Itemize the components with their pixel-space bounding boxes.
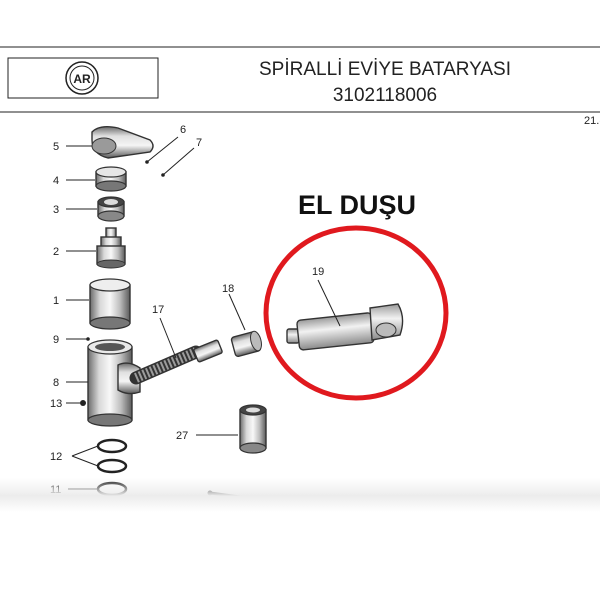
- part-5-lever: [91, 125, 154, 159]
- part-11-ring: [96, 481, 128, 497]
- part-number-7: 7: [196, 137, 202, 149]
- part-number-12: 12: [50, 451, 62, 463]
- part-number-5: 5: [53, 141, 59, 153]
- part-2-cartridge: [96, 227, 126, 269]
- part-18-connector: [230, 330, 262, 358]
- part-27-weight: [239, 404, 267, 454]
- part-number-19: 19: [312, 266, 324, 278]
- part-number-27: 27: [176, 430, 188, 442]
- part-number-1: 1: [53, 295, 59, 307]
- part-number-28: 28: [176, 498, 188, 510]
- part-19-hand-shower: [286, 303, 404, 351]
- part-8-main-body: [87, 339, 141, 427]
- corner-text: 21.(: [584, 115, 600, 127]
- part-12-o-rings: [96, 438, 128, 474]
- callout-label: EL DUŞU: [298, 190, 416, 220]
- product-code: 3102118006: [333, 85, 437, 106]
- logo-text: AR: [73, 72, 91, 86]
- highlight-circle: [263, 225, 449, 401]
- part-number-4: 4: [53, 175, 59, 187]
- part-number-6: 6: [180, 124, 186, 136]
- part-number-9: 9: [53, 334, 59, 346]
- part-13-screw: [80, 400, 86, 406]
- part-1-sleeve: [89, 278, 131, 330]
- part-3-nut: [97, 196, 125, 222]
- part-number-2: 2: [53, 246, 59, 258]
- document-title: SPİRALLİ EVİYE BATARYASI: [259, 59, 511, 80]
- part-17-spiral-hose: [129, 339, 223, 385]
- part-number-3: 3: [53, 204, 59, 216]
- part-number-13: 13: [50, 398, 62, 410]
- part-number-11: 11: [50, 484, 61, 496]
- header-frame: [0, 46, 600, 113]
- part-4-cap-ring: [95, 166, 127, 192]
- part-number-8: 8: [53, 377, 59, 389]
- part-28-rod: [207, 490, 301, 507]
- part-number-18: 18: [222, 283, 234, 295]
- brand-logo: AR: [65, 61, 99, 95]
- part-number-17: 17: [152, 304, 164, 316]
